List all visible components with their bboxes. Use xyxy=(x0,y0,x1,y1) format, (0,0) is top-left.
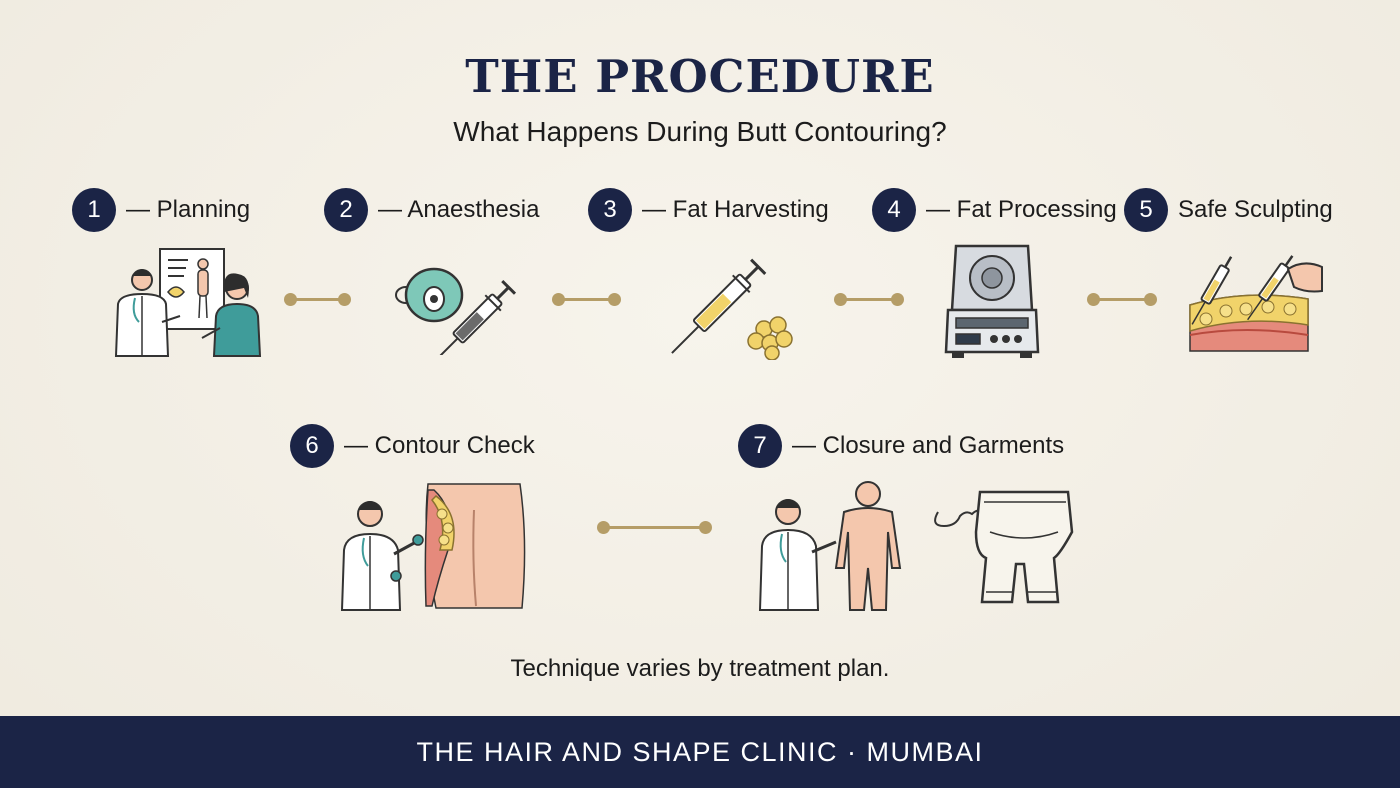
step-4-title: — Fat Processing xyxy=(926,196,1117,223)
doctor-contour-check-icon xyxy=(340,483,526,611)
step-2-number: 2 xyxy=(324,188,368,232)
step-7-number: 7 xyxy=(738,424,782,468)
anaesthesia-mask-syringe-icon xyxy=(395,267,517,355)
step-5-label: 5 Safe Sculpting xyxy=(1124,188,1333,232)
connector-4-5 xyxy=(1087,293,1157,306)
doctor-consultation-icon xyxy=(114,248,262,357)
step-2-title: — Anaesthesia xyxy=(378,196,540,223)
fat-injection-tissue-icon xyxy=(1189,255,1323,352)
step-7-label: 7 — Closure and Garments xyxy=(738,424,1064,468)
connector-2-3 xyxy=(552,293,621,306)
connector-1-2 xyxy=(284,293,351,306)
page-subtitle: What Happens During Butt Contouring? xyxy=(453,116,947,147)
step-5-number: 5 xyxy=(1124,188,1168,232)
step-3-number: 3 xyxy=(588,188,632,232)
doctor-garment-icon xyxy=(758,481,1074,611)
centrifuge-icon xyxy=(944,244,1040,358)
step-2-label: 2 — Anaesthesia xyxy=(324,188,539,232)
technique-note: Technique varies by treatment plan. xyxy=(510,655,890,682)
step-3-title: — Fat Harvesting xyxy=(642,196,829,223)
step-1-number: 1 xyxy=(72,188,116,232)
step-6-label: 6 — Contour Check xyxy=(290,424,535,468)
step-4-label: 4 — Fat Processing xyxy=(872,188,1117,232)
footer-bar: THE HAIR AND SHAPE CLINIC · MUMBAI xyxy=(0,716,1400,788)
step-7-title: — Closure and Garments xyxy=(792,432,1065,459)
step-3-label: 3 — Fat Harvesting xyxy=(588,188,829,232)
page-title: THE PROCEDURE xyxy=(465,50,935,103)
step-6-title: — Contour Check xyxy=(344,432,535,459)
connector-6-7 xyxy=(597,521,712,534)
step-5-title: Safe Sculpting xyxy=(1178,196,1333,223)
step-1-label: 1 — Planning xyxy=(72,188,250,232)
step-6-number: 6 xyxy=(290,424,334,468)
syringe-fat-cells-icon xyxy=(671,258,793,360)
footer-clinic-name: THE HAIR AND SHAPE CLINIC · MUMBAI xyxy=(416,736,984,767)
step-4-number: 4 xyxy=(872,188,916,232)
step-1-title: — Planning xyxy=(126,196,251,223)
connector-3-4 xyxy=(834,293,904,306)
